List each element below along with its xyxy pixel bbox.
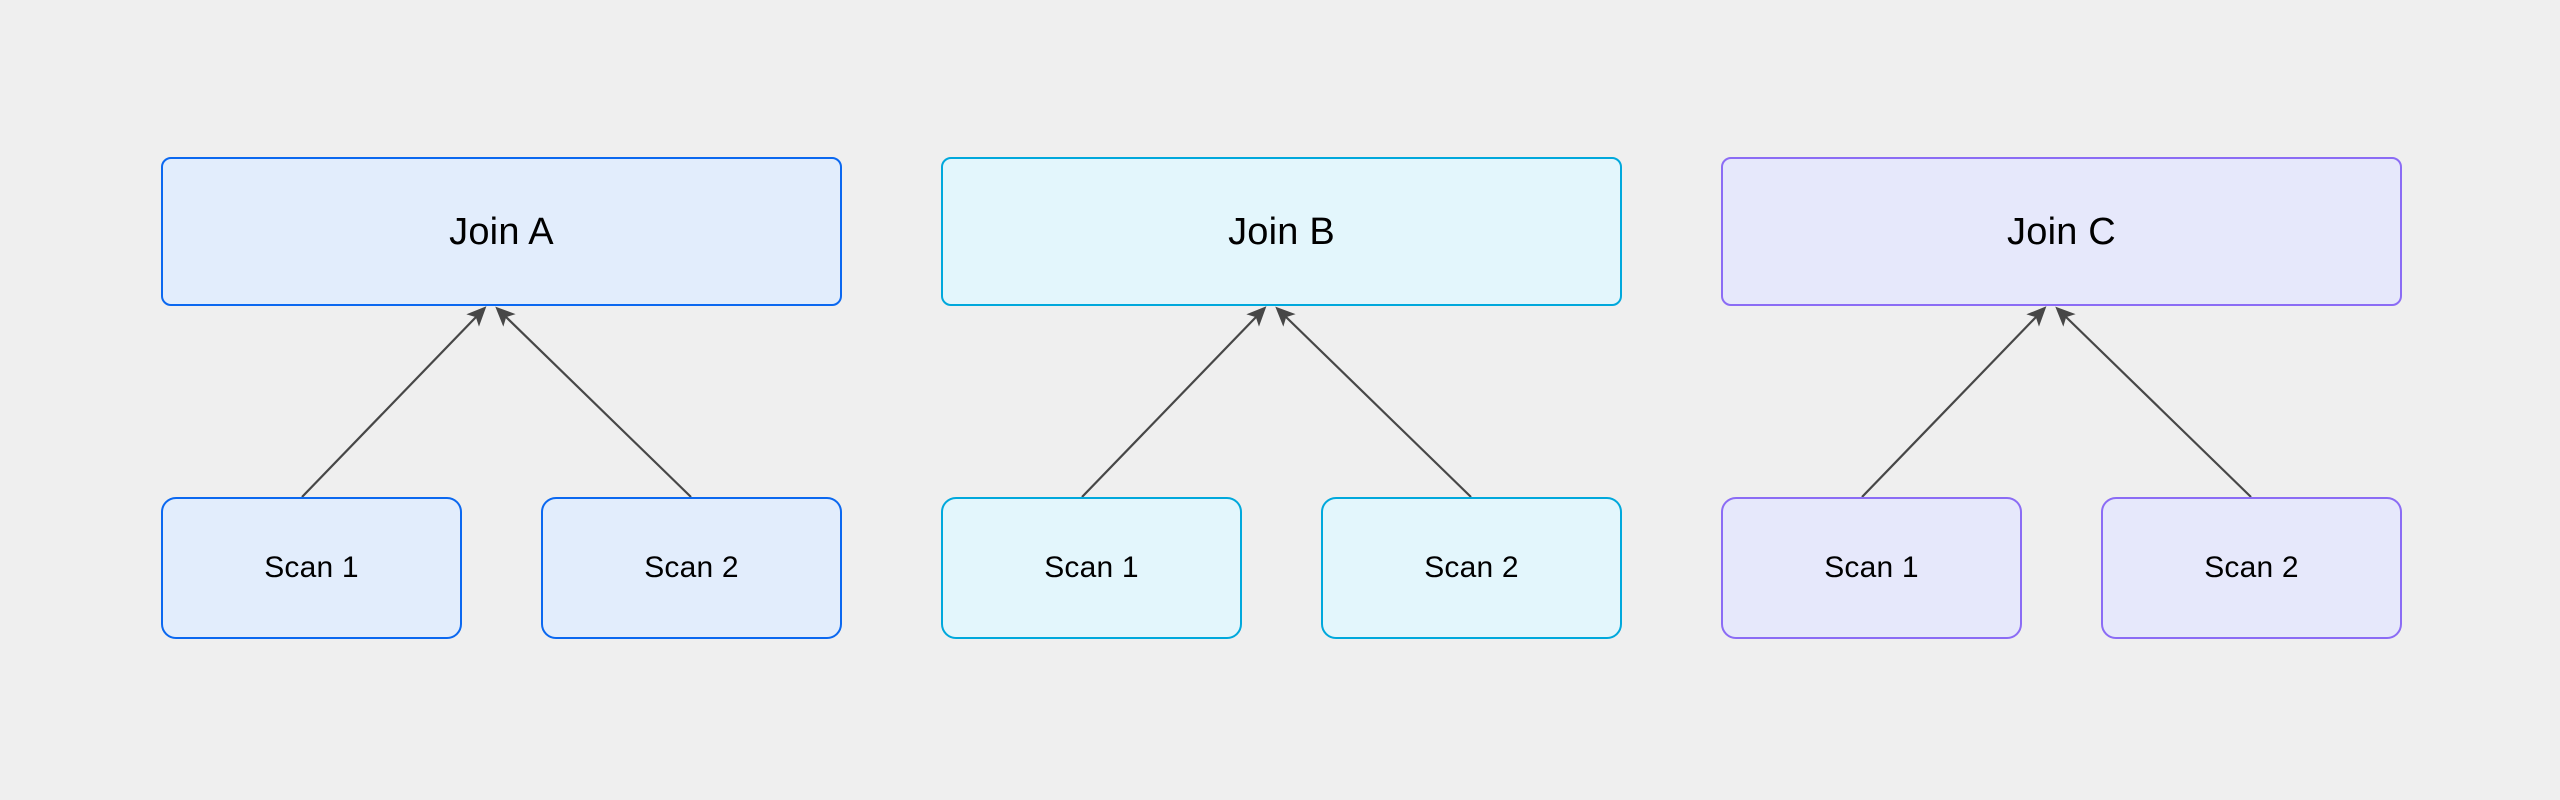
scan-node-label: Scan 1 [1824,551,1919,584]
edge-scan1-to-join [1861,306,2047,498]
edge-layer-c [1861,306,2252,498]
scan-node-a-1[interactable]: Scan 1 [161,497,462,639]
scan-node-c-1[interactable]: Scan 1 [1721,497,2022,639]
scan-node-label: Scan 1 [264,551,359,584]
join-node-label: Join A [449,210,554,253]
scan-node-label: Scan 1 [1044,551,1139,584]
join-node-c[interactable]: Join C [1721,157,2402,306]
join-group-b: Join B Scan 1 Scan 2 [931,0,1631,800]
scan-node-b-1[interactable]: Scan 1 [941,497,1242,639]
edge-scan1-to-join [301,306,487,498]
join-node-label: Join C [2007,210,2116,253]
join-node-b[interactable]: Join B [941,157,1622,306]
scan-node-c-2[interactable]: Scan 2 [2101,497,2402,639]
join-node-a[interactable]: Join A [161,157,842,306]
scan-node-label: Scan 2 [644,551,739,584]
edge-layer-b [1081,306,1472,498]
edge-scan2-to-join [2055,306,2252,498]
scan-node-a-2[interactable]: Scan 2 [541,497,842,639]
scan-node-label: Scan 2 [2204,551,2299,584]
join-group-c: Join C Scan 1 Scan 2 [1711,0,2411,800]
join-group-a: Join A Scan 1 Scan 2 [151,0,851,800]
edge-scan2-to-join [495,306,692,498]
edge-scan1-to-join [1081,306,1267,498]
scan-node-label: Scan 2 [1424,551,1519,584]
join-node-label: Join B [1228,210,1335,253]
edge-layer-a [301,306,692,498]
edge-scan2-to-join [1275,306,1472,498]
scan-node-b-2[interactable]: Scan 2 [1321,497,1622,639]
